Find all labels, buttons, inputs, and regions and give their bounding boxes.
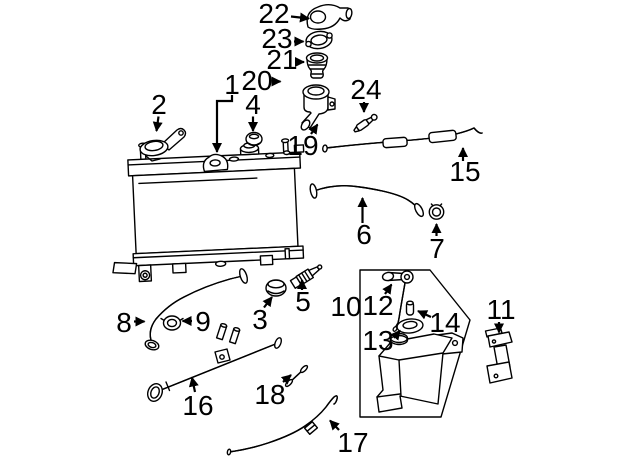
radiator-illustration (112, 138, 305, 283)
lower-hose-clamp-illustration (160, 315, 184, 331)
hose-clamp-illustration (428, 203, 445, 220)
callout-11-label: 11 (486, 294, 515, 325)
callout-labels: 1 2 3 4 5 6 7 8 9 10 11 12 13 14 15 16 1… (116, 0, 515, 458)
radiator-cap-illustration (139, 127, 187, 162)
water-pipe-illustration (146, 322, 283, 402)
leader-13 (390, 329, 401, 341)
sensor-illustration (353, 113, 378, 133)
callout-10-label: 10 (330, 291, 361, 322)
callout-15-label: 15 (449, 156, 480, 187)
callout-3-label: 3 (252, 304, 268, 335)
callout-5-label: 5 (295, 286, 311, 317)
upper-hose-illustration (309, 183, 425, 218)
callout-9-label: 9 (195, 306, 211, 337)
bracket-illustration (484, 327, 513, 384)
callout-6-label: 6 (356, 219, 372, 250)
callout-17-label: 17 (337, 427, 368, 458)
callout-1-label: 1 (224, 69, 240, 100)
reservoir-tank-illustration (376, 332, 464, 413)
reservoir-cap-illustration (265, 279, 287, 297)
joint-illustration (405, 300, 415, 316)
callout-7-label: 7 (429, 233, 445, 264)
callout-21-label: 21 (266, 44, 297, 75)
callout-4-label: 4 (245, 89, 261, 120)
overflow-tube-illustration (226, 395, 338, 456)
callout-14-label: 14 (429, 307, 460, 338)
reserve-hose-illustration (322, 127, 483, 153)
callout-2-label: 2 (151, 89, 167, 120)
leader-17 (329, 419, 340, 431)
grommet-illustration (396, 318, 424, 334)
drain-plug-illustration (289, 264, 323, 289)
short-hose-illustration (284, 364, 309, 388)
leader-2 (152, 116, 163, 132)
callout-18-label: 18 (254, 379, 285, 410)
callout-19-label: 19 (287, 130, 318, 161)
small-cap-illustration (245, 131, 263, 147)
water-inlet-illustration (300, 84, 336, 131)
leader-1 (212, 95, 234, 153)
outlet-gasket-illustration (305, 30, 333, 50)
leader-3 (262, 296, 273, 309)
radiator-pin-right (280, 138, 290, 144)
callout-13-label: 13 (362, 325, 393, 356)
callout-12-label: 12 (362, 290, 393, 321)
reservoir-tube-illustration (381, 270, 414, 332)
leader-18 (280, 374, 292, 385)
thermostat-illustration (305, 52, 329, 79)
callout-16-label: 16 (182, 390, 213, 421)
callout-23-label: 23 (261, 23, 292, 54)
leader-12 (382, 283, 393, 295)
leader-14 (417, 310, 432, 320)
leader-19 (308, 123, 319, 135)
leader-22 (290, 12, 310, 23)
callout-24-label: 24 (350, 74, 381, 105)
reservoir-assembly-box (359, 269, 471, 418)
leader-16 (188, 376, 199, 393)
callout-22-label: 22 (258, 0, 289, 29)
callout-20-label: 20 (241, 65, 272, 96)
callout-leader-lines (134, 12, 504, 431)
lower-hose-illustration (144, 268, 249, 351)
callout-8-label: 8 (116, 307, 132, 338)
water-outlet-illustration (306, 4, 353, 30)
